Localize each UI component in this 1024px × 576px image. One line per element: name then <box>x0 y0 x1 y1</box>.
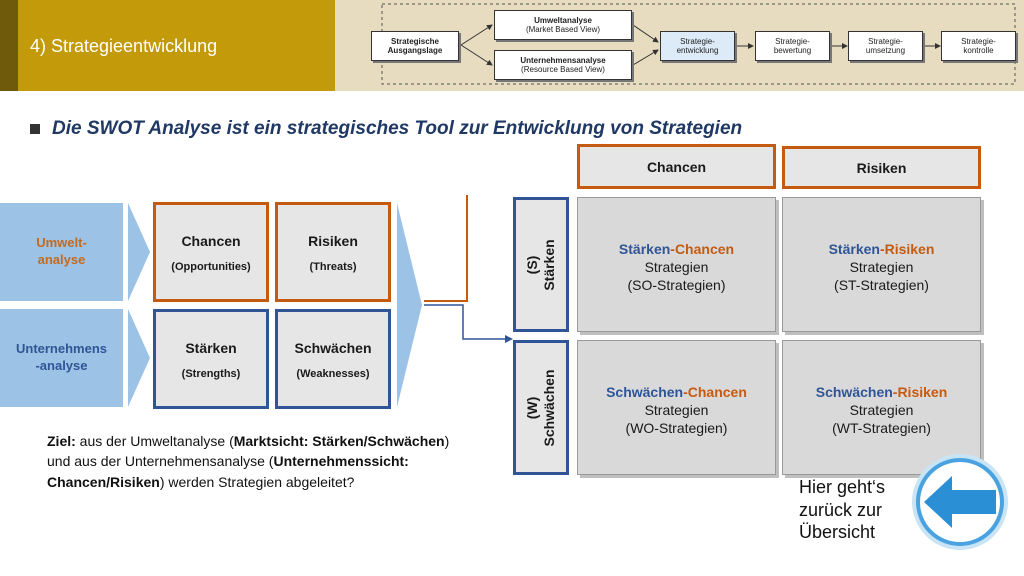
column-header-chancen: Chancen <box>577 144 776 189</box>
goal-note: Ziel: aus der Umweltanalyse (Marktsicht:… <box>47 431 467 492</box>
cell-line: (WT-Strategien) <box>832 420 931 437</box>
connector-to-staerken-schwaechen <box>424 304 505 340</box>
cell-line: Strategien <box>849 259 914 276</box>
note-bold: Marktsicht: Stärken/Schwächen <box>233 433 445 449</box>
chancen-opportunities-box: Chancen (Opportunities) <box>153 202 269 302</box>
flow-sublabel: (Resource Based View) <box>521 65 605 74</box>
quad-subtitle: (Opportunities) <box>171 261 251 273</box>
chevron-arrow-icon <box>397 203 422 407</box>
flow-label: Ausgangslage <box>387 46 443 55</box>
slide-heading: Die SWOT Analyse ist ein strategisches T… <box>52 118 743 139</box>
flow-label: Strategie- <box>868 36 903 46</box>
quad-title: Schwächen <box>294 340 372 356</box>
back-line: Übersicht <box>799 522 876 542</box>
staerken-strengths-box: Stärken (Strengths) <box>153 309 269 409</box>
cell-term-weakness: Schwächen <box>815 384 893 400</box>
note-bold: Unternehmenssicht: Chancen/Risiken <box>47 453 409 490</box>
risiken-threats-box: Risiken (Threats) <box>275 202 391 302</box>
unternehmensanalyse-box: Unternehmens-analyse <box>0 309 123 407</box>
connector-to-chancen-risiken <box>424 195 468 302</box>
row-label: Stärken <box>541 238 557 291</box>
cell-term-threat: -Risiken <box>879 241 935 257</box>
quad-subtitle: (Strengths) <box>181 368 241 380</box>
side-label: -analyse <box>35 358 88 373</box>
side-label: analyse <box>37 252 86 267</box>
flow-arrow <box>460 44 493 66</box>
flow-box-strategieumsetzung: Strategie- umsetzung <box>848 31 923 61</box>
cell-term-opportunity: -Chancen <box>670 241 735 257</box>
row-label: Schwächen <box>541 368 557 447</box>
flow-sublabel: (Market Based View) <box>525 25 601 34</box>
chevron-arrow-icon <box>128 203 150 301</box>
side-label: Umwelt- <box>36 235 87 251</box>
wt-strategien-cell: Schwächen-Risiken Strategien (WT-Strateg… <box>782 340 981 475</box>
so-strategien-cell: Stärken-Chancen Strategien (SO-Strategie… <box>577 197 776 332</box>
side-label: Unternehmens <box>15 341 108 357</box>
row-header-schwaechen: (W)Schwächen <box>513 340 569 475</box>
cell-line: Strategien <box>644 402 709 419</box>
cell-line: (SO-Strategien) <box>627 277 726 294</box>
flow-label: Unternehmensanalyse <box>520 55 606 65</box>
flow-label: entwicklung <box>676 46 719 55</box>
row-header-staerken: (S)Stärken <box>513 197 569 332</box>
back-line: Hier geht‘s <box>799 477 886 497</box>
flow-arrow <box>460 24 493 46</box>
page-title: 4) Strategieentwicklung <box>30 36 218 56</box>
cell-line: Strategien <box>849 402 914 419</box>
quad-title: Risiken <box>308 233 358 249</box>
flow-label: Strategische <box>390 36 440 46</box>
back-line: zurück zur <box>799 499 883 520</box>
flow-label: kontrolle <box>963 46 994 55</box>
flow-box-strategiebewertung: Strategie- bewertung <box>755 31 830 61</box>
umweltanalyse-box: Umwelt-analyse <box>0 203 123 301</box>
flow-box-strategieentwicklung: Strategie- entwicklung <box>660 31 735 61</box>
back-to-overview-link[interactable]: Hier geht‘s zurück zur Übersicht <box>799 476 885 544</box>
note-bold: Ziel: <box>47 433 76 449</box>
flow-label: Umweltanalyse <box>534 15 592 25</box>
quad-subtitle: (Weaknesses) <box>296 368 370 380</box>
quad-title: Chancen <box>181 233 241 249</box>
cell-term-threat: -Risiken <box>892 384 948 400</box>
flow-label: Strategie- <box>680 36 715 46</box>
cell-term-weakness: Schwächen <box>606 384 684 400</box>
chevron-arrow-icon <box>128 309 150 407</box>
column-header-risiken: Risiken <box>782 146 981 189</box>
flow-label: umsetzung <box>865 46 906 55</box>
note-text: aus der Umweltanalyse ( <box>75 433 234 449</box>
bullet-square-icon <box>30 124 40 134</box>
back-arrow-button[interactable] <box>910 452 1010 552</box>
flow-box-ausgangslage: Strategische Ausgangslage <box>371 31 459 61</box>
arrowhead-icon <box>505 335 513 343</box>
header-accent-bar <box>0 0 18 91</box>
cell-line: Strategien <box>644 259 709 276</box>
cell-term-opportunity: -Chancen <box>683 384 747 400</box>
swot-chevrons <box>128 195 513 407</box>
quad-subtitle: (Threats) <box>309 261 357 273</box>
header-title-bar <box>18 0 335 91</box>
note-text: ) und aus der Unternehmensanalyse ( <box>47 433 450 470</box>
cell-line: (ST-Strategien) <box>834 277 929 294</box>
cell-term-strength: Stärken <box>618 241 671 257</box>
note-text: ) werden Strategien abgeleitet? <box>159 473 355 490</box>
flow-box-umweltanalyse: Umweltanalyse (Market Based View) <box>494 10 632 40</box>
flow-arrow <box>632 49 659 66</box>
row-label: (S) <box>524 255 541 274</box>
row-label: (W) <box>524 396 541 419</box>
flow-label: bewertung <box>773 46 812 55</box>
quad-title: Stärken <box>185 340 237 356</box>
wo-strategien-cell: Schwächen-Chancen Strategien (WO-Strateg… <box>577 340 776 475</box>
cell-term-strength: Stärken <box>828 241 880 257</box>
flow-arrow <box>632 24 659 43</box>
flow-box-strategiekontrolle: Strategie- kontrolle <box>941 31 1016 61</box>
schwaechen-weaknesses-box: Schwächen (Weaknesses) <box>275 309 391 409</box>
flow-label: Strategie- <box>775 36 810 46</box>
st-strategien-cell: Stärken-Risiken Strategien (ST-Strategie… <box>782 197 981 332</box>
flow-box-unternehmensanalyse: Unternehmensanalyse (Resource Based View… <box>494 50 632 80</box>
cell-line: (WO-Strategien) <box>625 420 728 437</box>
flow-label: Strategie- <box>961 36 996 46</box>
